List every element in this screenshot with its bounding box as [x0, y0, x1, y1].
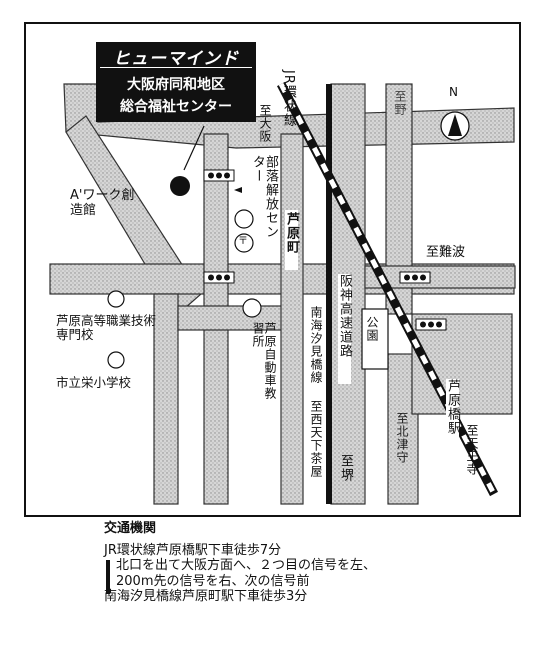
label-park: 公園 — [365, 316, 379, 342]
label-to-osaka: 至大阪 — [258, 104, 272, 143]
access-detail-1: 北口を出て大阪方面へ、２つ目の信号を左、 — [116, 558, 377, 574]
label-to-sakai: 至堺 — [338, 454, 353, 482]
access-jr-line: JR環状線芦原橋駅下車徒歩7分 — [104, 542, 282, 558]
label-nankai-line: 南海汐見橋線 — [309, 306, 323, 384]
label-aprime-work: A'ワーク創造館 — [70, 188, 135, 218]
access-detail-2: 200m先の信号を右、次の信号前 — [116, 573, 310, 589]
buraku-center-marker — [234, 209, 254, 229]
center-name-line2: 総合福祉センター — [120, 99, 232, 115]
center-name-line1: 大阪府同和地区 — [127, 77, 225, 93]
compass-label: N — [449, 85, 458, 99]
label-to-tennoji: 至天王寺 — [465, 424, 479, 476]
pointer-line — [183, 125, 205, 171]
detail-bar — [106, 560, 110, 595]
driving-school-marker — [242, 298, 262, 318]
label-to-namba: 至難波 — [426, 245, 466, 260]
high-school-marker — [107, 290, 125, 308]
access-detail: 北口を出て大阪方面へ、２つ目の信号を左、 200m先の信号を右、次の信号前 — [104, 558, 524, 595]
brand-logo: ヒューマインド — [113, 49, 239, 69]
traffic-lights — [203, 169, 447, 331]
compass-icon — [440, 111, 470, 141]
label-high-school: 芦原高等職業技術専門校 — [56, 313, 157, 343]
park-area — [361, 308, 389, 370]
access-info: 交通機関 JR環状線芦原橋駅下車徒歩7分 北口を出て大阪方面へ、２つ目の信号を左… — [104, 521, 524, 605]
post-office-marker — [234, 233, 254, 253]
title-box: ヒューマインド 大阪府同和地区 総合福祉センター — [96, 42, 256, 122]
label-right-upper-road: 至野 — [393, 90, 407, 116]
label-ashiwara-cho: 芦原町 — [284, 210, 299, 270]
label-driving-school: 芦原自動車教習所 — [251, 322, 277, 400]
access-nankai-line: 南海汐見橋線芦原町駅下車徒歩3分 — [104, 589, 308, 605]
brand-rule — [100, 67, 252, 68]
label-jr-loop: JR環状線 — [281, 70, 296, 127]
buraku-arrow — [234, 187, 242, 193]
label-hanshin-expressway: 阪神高速道路 — [337, 274, 352, 384]
label-sakae-school: 市立栄小学校 — [56, 375, 132, 390]
label-to-nishitenkachaya: 至西天下茶屋 — [309, 400, 323, 478]
destination-marker — [170, 176, 190, 196]
label-ashiwarabashi-station: 芦原橋駅 — [445, 379, 460, 443]
nankai-railway — [326, 84, 332, 504]
access-heading: 交通機関 — [104, 521, 157, 536]
map: ヒューマインド 大阪府同和地区 総合福祉センター N 部落解放センター 〒 A'… — [24, 22, 521, 517]
sakae-school-marker — [107, 351, 125, 369]
label-to-kitatsumori: 至北津守 — [395, 412, 409, 464]
label-buraku-center: 部落解放センター — [250, 155, 278, 239]
post-office-symbol: 〒 — [238, 236, 248, 247]
